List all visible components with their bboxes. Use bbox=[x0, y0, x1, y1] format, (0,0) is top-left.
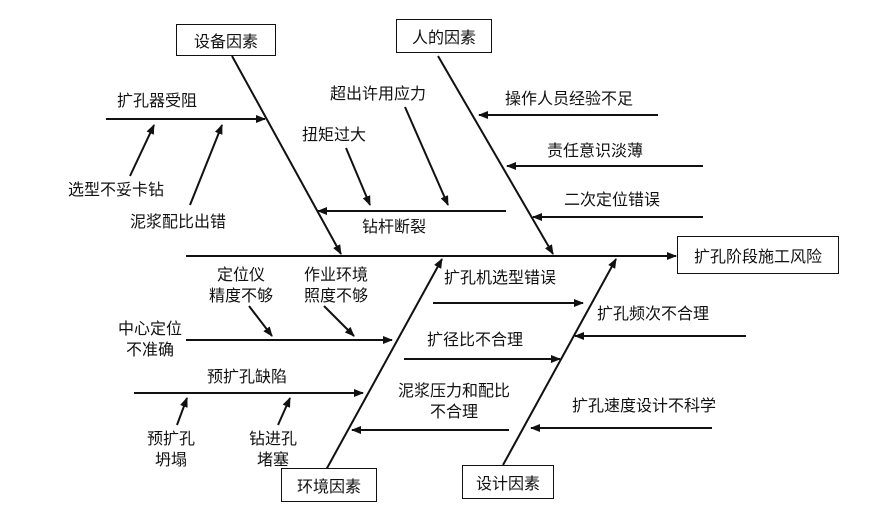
branch-mud-ratio bbox=[189, 124, 223, 206]
label-over-torque: 扭矩过大 bbox=[302, 125, 367, 144]
branch-over-stress bbox=[404, 106, 449, 206]
bone-design bbox=[502, 258, 617, 466]
branch-hole-blocked bbox=[277, 397, 291, 426]
bone-human bbox=[437, 55, 554, 255]
label-center-inaccurate: 中心定位 不准确 bbox=[117, 319, 182, 359]
label-wrong-bit: 选型不妥卡钻 bbox=[68, 180, 165, 199]
label-pre-ream-defect: 预扩孔缺陷 bbox=[207, 367, 288, 386]
branch-illumination bbox=[323, 305, 355, 337]
label-drill-rod-break: 钻杆断裂 bbox=[362, 217, 427, 236]
branch-locator-precision bbox=[248, 305, 273, 337]
label-frequency-unreasonable: 扩孔频次不合理 bbox=[597, 304, 710, 323]
label-illumination: 作业环境 照度不够 bbox=[303, 265, 368, 305]
branch-over-torque bbox=[345, 147, 371, 206]
label-lack-experience: 操作人员经验不足 bbox=[505, 89, 634, 108]
category-equipment: 设备因素 bbox=[176, 24, 276, 56]
label-mud-ratio-error: 泥浆配比出错 bbox=[130, 212, 227, 231]
label-reamer-blocked: 扩孔器受阻 bbox=[117, 91, 198, 110]
label-machine-selection-error: 扩孔机选型错误 bbox=[444, 268, 557, 287]
branch-pre-ream-collapse bbox=[176, 397, 188, 426]
category-environment: 环境因素 bbox=[281, 468, 377, 502]
category-human: 人的因素 bbox=[396, 19, 492, 53]
label-ratio-unreasonable: 扩径比不合理 bbox=[427, 330, 524, 349]
label-speed-unscientific: 扩孔速度设计不科学 bbox=[572, 396, 717, 415]
branch-wrong-bit bbox=[129, 124, 155, 177]
label-mud-pressure: 泥浆压力和配比 不合理 bbox=[397, 381, 510, 421]
label-hole-blocked: 钻进孔 堵塞 bbox=[248, 429, 297, 469]
effect-box: 扩孔阶段施工风险 bbox=[677, 236, 839, 274]
bone-equipment bbox=[231, 55, 342, 255]
category-design: 设计因素 bbox=[462, 465, 554, 499]
label-over-stress: 超出许用应力 bbox=[330, 84, 427, 103]
bone-environment bbox=[325, 258, 443, 471]
label-positioning-error: 二次定位错误 bbox=[564, 190, 661, 209]
label-weak-responsibility: 责任意识淡薄 bbox=[547, 141, 644, 160]
label-pre-ream-collapse: 预扩孔 坍塌 bbox=[146, 429, 195, 469]
label-locator-precision: 定位仪 精度不够 bbox=[208, 265, 273, 305]
